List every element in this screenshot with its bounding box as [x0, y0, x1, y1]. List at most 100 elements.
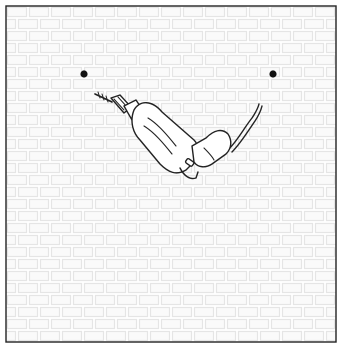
brick	[94, 270, 116, 282]
brick	[215, 18, 237, 30]
brick	[6, 270, 28, 282]
brick	[6, 330, 17, 342]
brick	[6, 150, 28, 162]
brick	[83, 330, 105, 342]
brick	[281, 258, 303, 270]
brick	[248, 270, 270, 282]
brick	[116, 270, 138, 282]
brick	[314, 54, 336, 66]
brick	[17, 330, 39, 342]
brick	[72, 126, 94, 138]
brick	[226, 102, 248, 114]
brick	[171, 306, 193, 318]
brick	[226, 222, 248, 234]
brick	[193, 258, 215, 270]
brick	[50, 54, 72, 66]
brick	[50, 78, 72, 90]
brick	[226, 294, 248, 306]
brick	[237, 186, 259, 198]
brick	[292, 198, 314, 210]
brick	[292, 54, 314, 66]
brick	[281, 90, 303, 102]
brick	[325, 138, 336, 150]
brick	[105, 114, 127, 126]
brick	[292, 126, 314, 138]
brick	[270, 54, 292, 66]
brick	[138, 198, 160, 210]
brick	[61, 66, 83, 78]
brick	[226, 246, 248, 258]
brick	[204, 30, 226, 42]
brick	[325, 42, 336, 54]
brick	[17, 186, 39, 198]
brick	[226, 150, 248, 162]
brick	[17, 258, 39, 270]
brick	[193, 282, 215, 294]
brick	[116, 174, 138, 186]
brick	[226, 270, 248, 282]
brick	[160, 198, 182, 210]
brick	[204, 294, 226, 306]
brick	[116, 318, 138, 330]
brick	[314, 126, 336, 138]
brick	[83, 90, 105, 102]
brick	[17, 114, 39, 126]
brick	[215, 306, 237, 318]
brick	[303, 330, 325, 342]
brick	[127, 66, 149, 78]
brick	[160, 246, 182, 258]
brick	[171, 234, 193, 246]
brick	[6, 174, 28, 186]
brick	[116, 78, 138, 90]
brick	[226, 318, 248, 330]
brick	[94, 246, 116, 258]
brick	[248, 198, 270, 210]
brick	[105, 66, 127, 78]
brick	[149, 306, 171, 318]
brick	[270, 150, 292, 162]
brick	[116, 246, 138, 258]
brick	[39, 42, 61, 54]
brick	[94, 126, 116, 138]
brick	[281, 162, 303, 174]
brick	[6, 162, 17, 174]
brick	[61, 234, 83, 246]
brick	[303, 234, 325, 246]
brick	[61, 90, 83, 102]
brick	[127, 258, 149, 270]
brick	[171, 90, 193, 102]
brick	[50, 222, 72, 234]
brick	[28, 126, 50, 138]
brick	[6, 222, 28, 234]
brick	[292, 102, 314, 114]
brick	[237, 258, 259, 270]
brick	[182, 294, 204, 306]
brick	[149, 330, 171, 342]
brick	[28, 150, 50, 162]
brick	[270, 78, 292, 90]
brick	[248, 54, 270, 66]
brick	[226, 126, 248, 138]
brick	[83, 18, 105, 30]
brick	[83, 162, 105, 174]
brick	[50, 270, 72, 282]
brick	[182, 78, 204, 90]
brick	[94, 6, 116, 18]
brick	[171, 186, 193, 198]
brick	[105, 186, 127, 198]
brick	[303, 258, 325, 270]
brick	[160, 222, 182, 234]
brick	[314, 318, 336, 330]
brick	[270, 270, 292, 282]
brick	[94, 174, 116, 186]
brick	[149, 66, 171, 78]
brick	[215, 186, 237, 198]
brick	[6, 306, 17, 318]
brick	[61, 258, 83, 270]
brick	[127, 330, 149, 342]
brick	[6, 282, 17, 294]
brick	[6, 78, 28, 90]
brick	[215, 42, 237, 54]
brick	[182, 54, 204, 66]
